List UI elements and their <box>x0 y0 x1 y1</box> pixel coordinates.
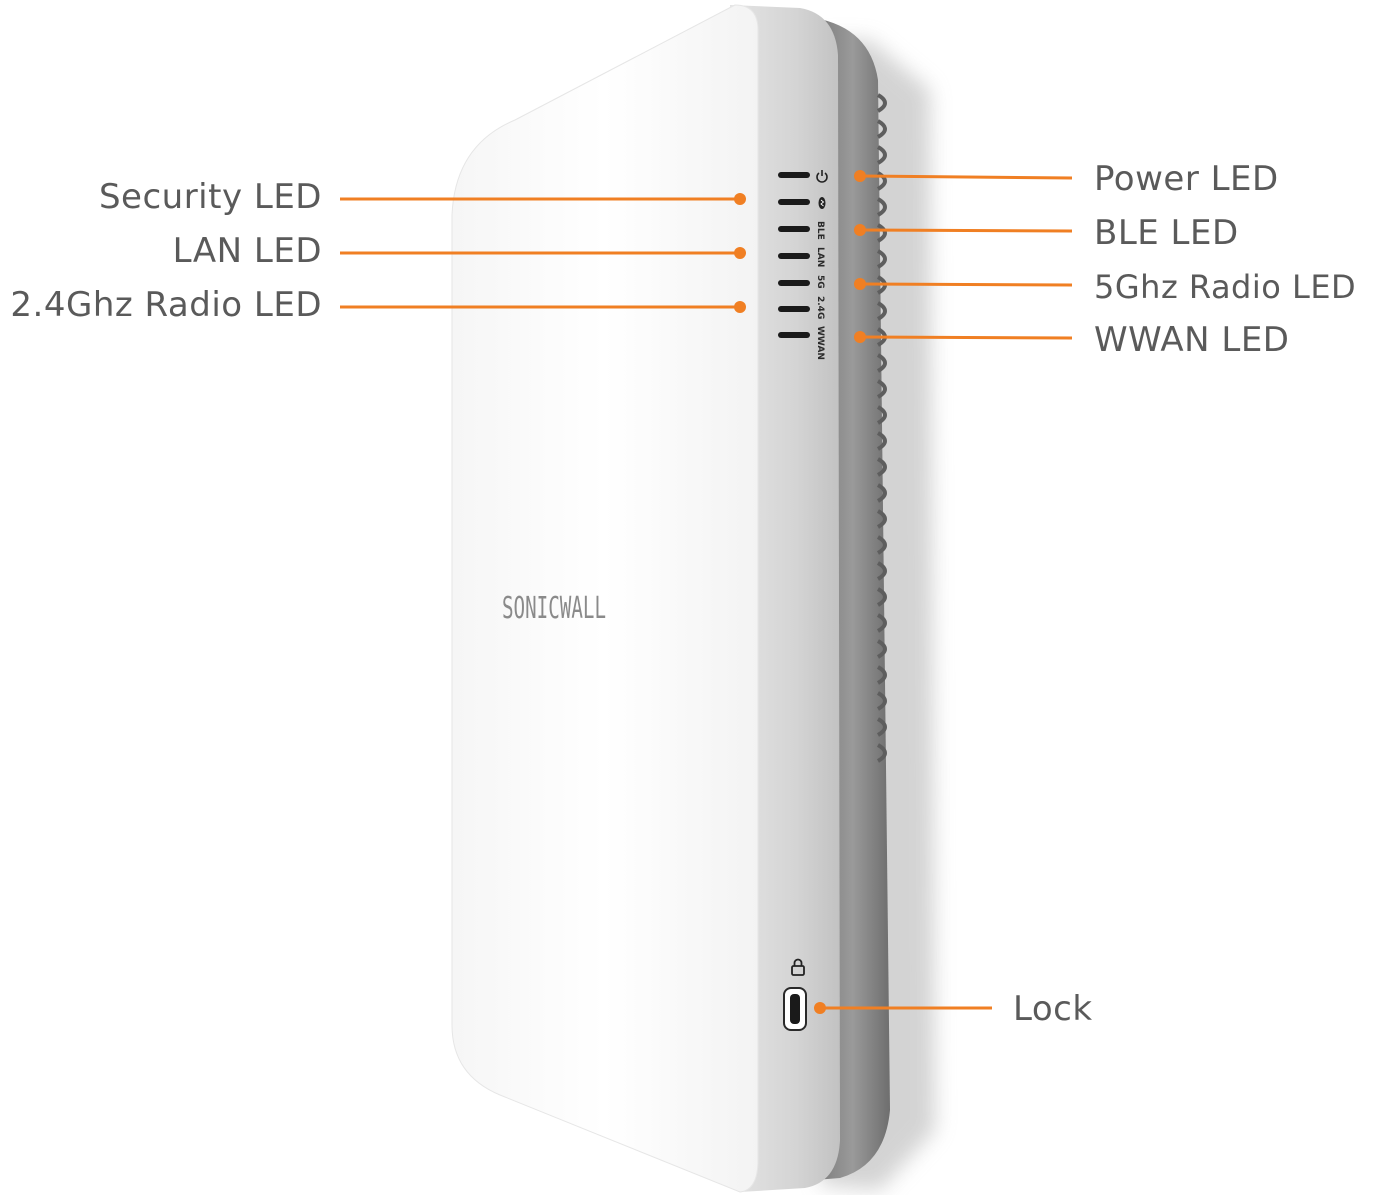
lock-slot-inner <box>790 994 800 1024</box>
led-label-ble: BLE <box>815 221 825 240</box>
led-pipe-ble <box>778 226 810 232</box>
vent-slot <box>876 119 887 139</box>
vent-slot <box>876 639 887 659</box>
vent-slot <box>876 483 887 503</box>
vent-slot <box>876 431 887 451</box>
callout-line-security-led-dot <box>734 193 746 205</box>
callout-label-lan-led: LAN LED <box>172 231 322 271</box>
vent-slots <box>876 93 887 763</box>
callout-line-lock-dot <box>814 1002 826 1014</box>
vent-slot <box>876 587 887 607</box>
vent-slot <box>876 145 887 165</box>
callout-label-ble-led: BLE LED <box>1094 213 1239 253</box>
vent-slot <box>876 197 887 217</box>
led-label-wwan: WWAN <box>815 326 825 360</box>
led-pipe-security <box>778 199 810 205</box>
callout-label-security-led: Security LED <box>98 177 322 217</box>
vent-slot <box>876 171 887 191</box>
vent-slot <box>876 457 887 477</box>
led-pipe-lan <box>778 253 810 259</box>
vent-slot <box>876 691 887 711</box>
callout-line-lan-led-dot <box>734 247 746 259</box>
vent-slot <box>876 665 887 685</box>
led-pipe-5g <box>778 280 810 286</box>
led-label-24g: 2.4G <box>815 296 825 319</box>
callout-label-lock: Lock <box>1013 989 1093 1029</box>
vent-slot <box>876 223 887 243</box>
led-label-5g: 5G <box>815 275 825 289</box>
vent-slot <box>876 353 887 373</box>
vent-slot <box>876 613 887 633</box>
callout-line-24ghz-radio-led-dot <box>734 301 746 313</box>
vent-slot <box>876 249 887 269</box>
callout-line-5ghz-radio-led <box>859 282 1073 287</box>
vent-slot <box>876 561 887 581</box>
brand-logo: SONICWALL <box>502 591 606 626</box>
vent-slot <box>876 379 887 399</box>
callout-line-wwan-led <box>859 335 1073 340</box>
callout-label-wwan-led: WWAN LED <box>1094 320 1290 360</box>
vent-slot <box>876 405 887 425</box>
callout-label-power-led: Power LED <box>1094 159 1279 199</box>
lock-icon <box>791 958 805 976</box>
power-icon <box>816 170 828 183</box>
led-pipe-power <box>778 172 810 178</box>
device-front-face <box>451 4 759 1193</box>
led-pipe-wwan <box>778 332 810 338</box>
callout-label-5ghz-radio-led: 5Ghz Radio LED <box>1094 268 1357 306</box>
callout-line-power-led-dot <box>854 170 866 182</box>
vent-slot <box>876 301 887 321</box>
vent-slot <box>876 93 887 113</box>
callout-line-5ghz-radio-led-dot <box>854 278 866 290</box>
led-label-lan: LAN <box>815 247 825 267</box>
callout-line-wwan-led-dot <box>854 331 866 343</box>
vent-slot <box>876 535 887 555</box>
vent-slot <box>876 509 887 529</box>
callout-line-ble-led <box>859 228 1073 233</box>
led-light-pipes <box>778 172 810 338</box>
callout-label-24ghz-radio-led: 2.4Ghz Radio LED <box>10 285 322 325</box>
callout-lines <box>340 170 1073 1014</box>
callout-line-ble-led-dot <box>854 224 866 236</box>
callout-line-power-led <box>859 174 1073 180</box>
vent-slot <box>876 717 887 737</box>
led-pipe-24g <box>778 306 810 312</box>
vent-slot <box>876 743 887 763</box>
bluetooth-icon <box>818 197 826 209</box>
